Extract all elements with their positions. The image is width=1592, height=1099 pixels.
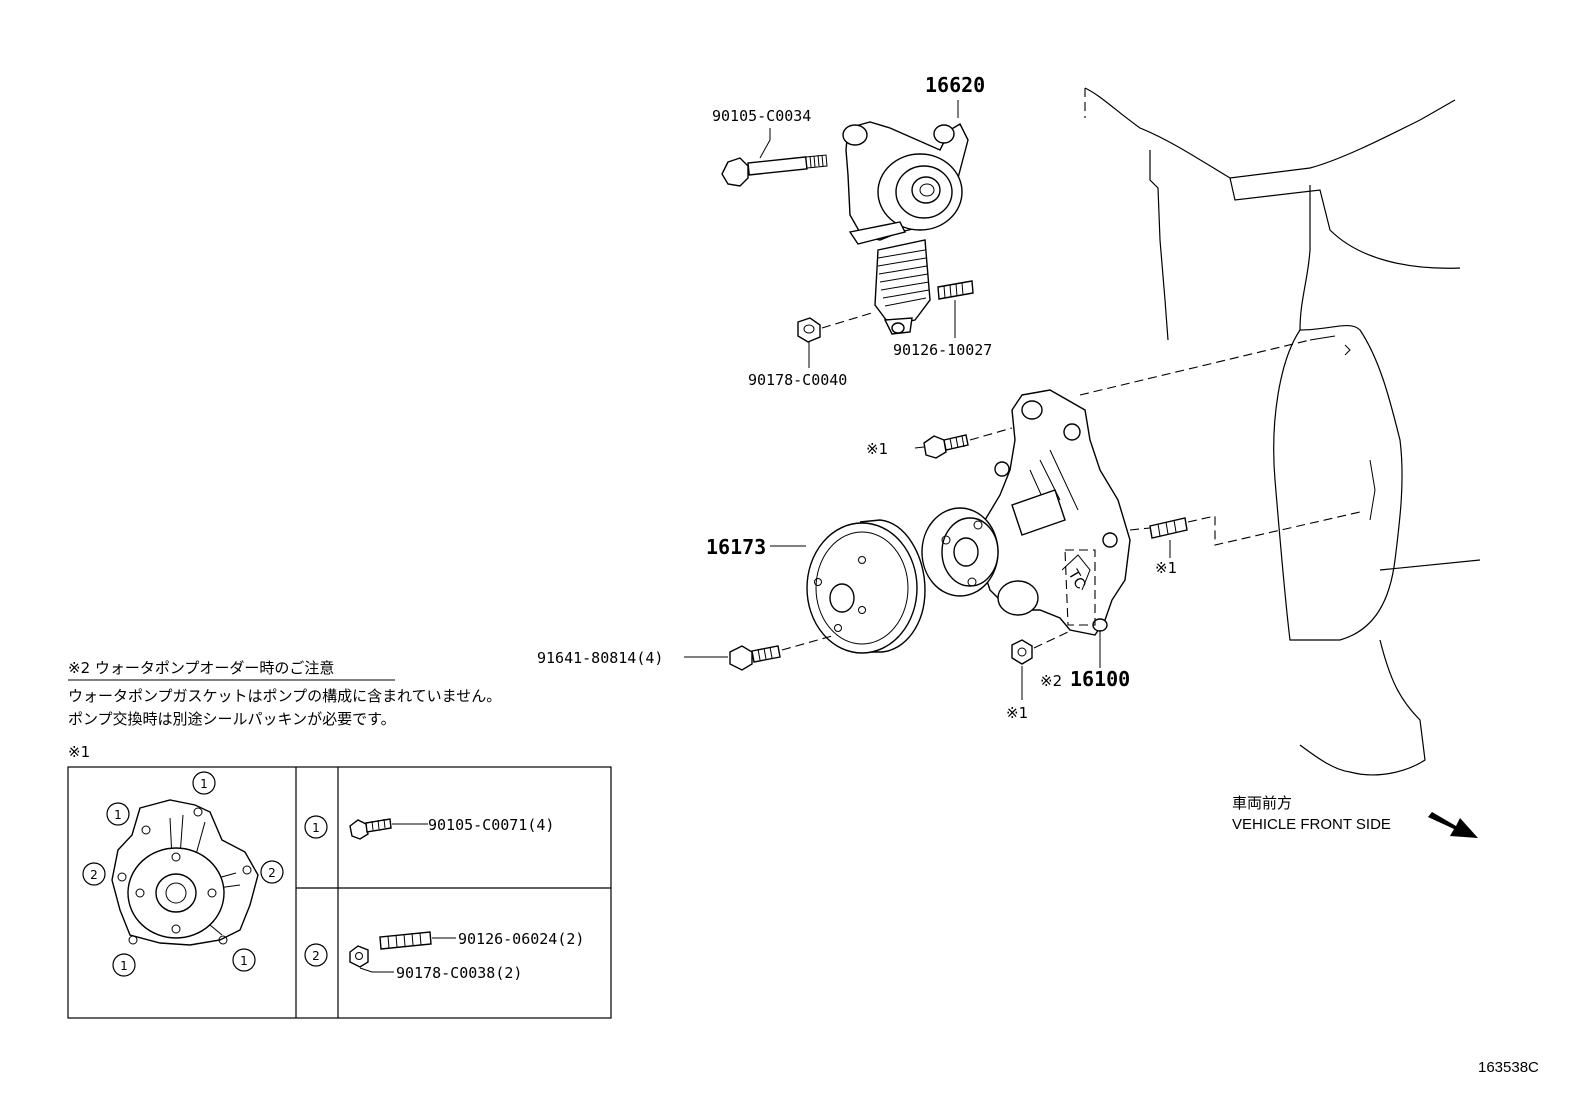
pump-flange-detail: 1 1 2 2 1 1 xyxy=(82,771,284,977)
tensioner-bolt-drawing xyxy=(721,154,828,187)
label-91641-80814: 91641-80814(4) xyxy=(537,649,663,667)
direction-en: VEHICLE FRONT SIDE xyxy=(1232,816,1391,833)
label-16100: 16100 xyxy=(1070,667,1130,691)
label-90178-C0040: 90178-C0040 xyxy=(748,371,847,389)
label-bolt-ref: ※1 xyxy=(866,440,888,458)
label-16173: 16173 xyxy=(706,535,766,559)
pos-circle-2: 2 xyxy=(268,866,276,880)
row-1-part: 90105-C0071(4) xyxy=(428,816,554,834)
pos-circle-1: 1 xyxy=(200,777,208,791)
tensioner-nut-drawing xyxy=(797,317,821,343)
note-line-2: ポンプ交換時は別途シールパッキンが必要です。 xyxy=(68,710,396,728)
row-1-circle: 1 xyxy=(312,821,320,835)
label-16620: 16620 xyxy=(925,73,985,97)
row-2-circle: 2 xyxy=(312,949,320,963)
pos-circle-1: 1 xyxy=(240,954,248,968)
tensioner-assembly xyxy=(721,121,974,343)
table-title: ※1 xyxy=(68,743,90,761)
label-stud-ref: ※1 xyxy=(1155,559,1177,577)
pump-pulley-drawing xyxy=(806,519,926,654)
pulley-bolt-drawing xyxy=(729,645,781,671)
illustration-code: 163538C xyxy=(1478,1059,1539,1076)
row-2-part-a: 90126-06024(2) xyxy=(458,930,584,948)
pos-circle-2: 2 xyxy=(90,868,98,882)
engine-block-outline xyxy=(1084,87,1481,776)
pump-bolt-drawing xyxy=(923,434,969,459)
tensioner-stud-drawing xyxy=(937,280,974,300)
label-90126-10027: 90126-10027 xyxy=(893,341,992,359)
direction-jp: 車両前方 xyxy=(1232,794,1292,812)
row-2-stud-drawing xyxy=(379,931,432,950)
row-1-bolt-drawing xyxy=(349,818,392,840)
note-line-1: ウォータポンプガスケットはポンプの構成に含まれていません。 xyxy=(68,687,501,705)
label-pump-prefix: ※2 xyxy=(1040,672,1062,690)
pump-stud-drawing xyxy=(1149,517,1188,539)
front-direction-arrow-icon xyxy=(1428,812,1478,838)
vehicle-front-indicator: 車両前方 VEHICLE FRONT SIDE xyxy=(1232,794,1478,838)
fastener-detail-table: ※1 1 1 2 xyxy=(67,743,612,1019)
water-pump-drawing: TC xyxy=(921,389,1131,636)
pump-nut-drawing xyxy=(1011,639,1033,665)
pos-circle-1: 1 xyxy=(120,959,128,973)
label-nut-ref: ※1 xyxy=(1006,704,1028,722)
row-2-part-b: 90178-C0038(2) xyxy=(396,964,522,982)
order-note: ※2 ウォータポンプオーダー時のご注意 ウォータポンプガスケットはポンプの構成に… xyxy=(68,659,501,728)
pos-circle-1: 1 xyxy=(114,808,122,822)
label-90105-C0034: 90105-C0034 xyxy=(712,107,811,125)
note-title: ※2 ウォータポンプオーダー時のご注意 xyxy=(68,659,334,677)
row-2-nut-drawing xyxy=(349,945,369,968)
